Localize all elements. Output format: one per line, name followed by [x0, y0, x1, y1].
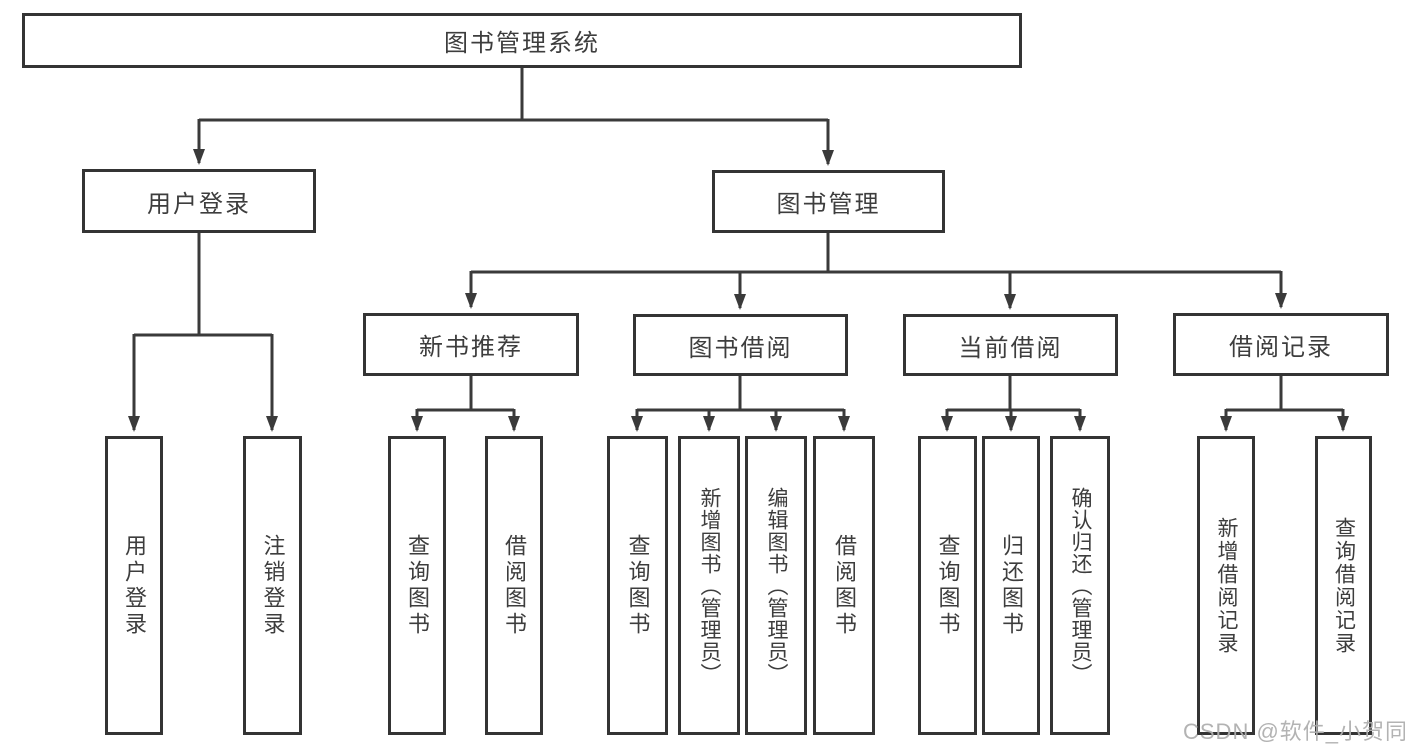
- node-book-borrow: 图书借阅: [633, 314, 848, 376]
- leaf-query-borrow-record: 查询借阅记录: [1315, 436, 1372, 735]
- leaf-current-query-book: 查询图书: [918, 436, 977, 735]
- node-book-management: 图书管理: [712, 170, 945, 233]
- leaf-return-book: 归还图书: [982, 436, 1040, 735]
- leaf-recommend-query-book: 查询图书: [388, 436, 446, 735]
- leaf-confirm-return-admin: 确认归还（管理员）: [1050, 436, 1110, 735]
- leaf-borrow-book: 借阅图书: [813, 436, 875, 735]
- leaf-logout: 注销登录: [243, 436, 302, 735]
- leaf-add-book-admin: 新增图书（管理员）: [678, 436, 740, 735]
- node-new-book-recommend: 新书推荐: [363, 313, 579, 376]
- leaf-add-borrow-record: 新增借阅记录: [1197, 436, 1255, 735]
- csdn-watermark: CSDN @软件_小贺同学: [1183, 719, 1405, 744]
- leaf-user-login: 用户登录: [105, 436, 163, 735]
- node-borrow-record: 借阅记录: [1173, 313, 1389, 376]
- node-current-borrow: 当前借阅: [903, 314, 1118, 376]
- node-user-login: 用户登录: [82, 169, 316, 233]
- node-root: 图书管理系统: [22, 13, 1022, 68]
- leaf-recommend-borrow-book: 借阅图书: [485, 436, 543, 735]
- leaf-edit-book-admin: 编辑图书（管理员）: [745, 436, 807, 735]
- leaf-borrow-query-book: 查询图书: [607, 436, 668, 735]
